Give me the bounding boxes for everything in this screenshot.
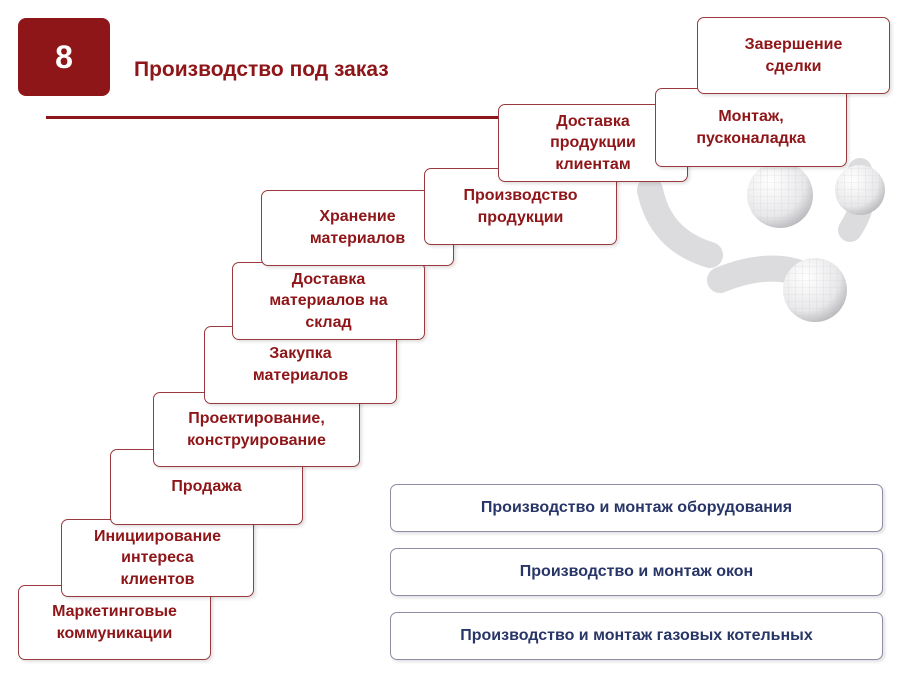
category-gas-boilers: Производство и монтаж газовых котельных — [390, 612, 883, 660]
title-divider — [46, 116, 516, 119]
step-initiating-client-interest: Инициирование интереса клиентов — [61, 519, 254, 597]
page-title: Производство под заказ — [134, 58, 389, 81]
step-material-delivery-to-warehouse: Доставка материалов на склад — [232, 262, 425, 340]
step-marketing-communications: Маркетинговые коммуникации — [18, 585, 211, 660]
step-material-storage: Хранение материалов — [261, 190, 454, 266]
category-windows: Производство и монтаж окон — [390, 548, 883, 596]
section-number-badge: 8 — [18, 18, 110, 96]
category-equipment: Производство и монтаж оборудования — [390, 484, 883, 532]
decorative-molecule-graphic — [637, 158, 885, 322]
step-deal-completion: Завершение сделки — [697, 17, 890, 94]
step-installation-commissioning: Монтаж, пусконаладка — [655, 88, 847, 167]
step-design-engineering: Проектирование, конструирование — [153, 392, 360, 467]
